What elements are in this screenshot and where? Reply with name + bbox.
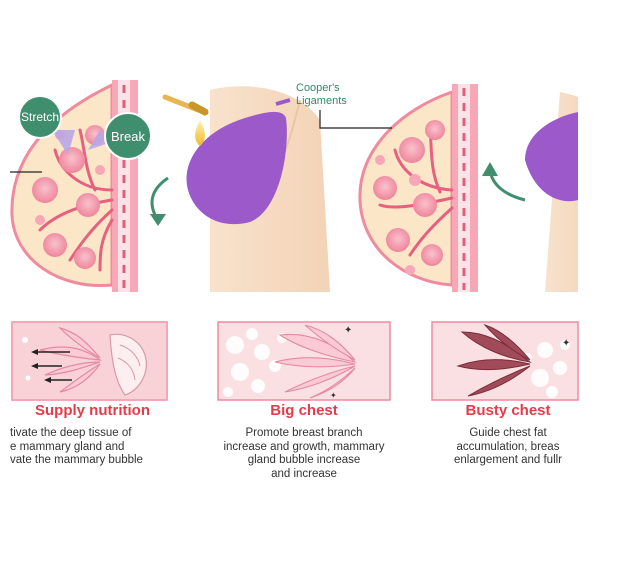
coopers-label-line1: Cooper's — [296, 82, 340, 94]
panel-desc-line: accumulation, breas — [456, 440, 560, 453]
panel-title: Busty chest — [465, 402, 551, 419]
panel-desc-line: Promote breast branch — [245, 427, 363, 439]
svg-text:✦: ✦ — [330, 391, 337, 400]
stretch-pointer — [52, 130, 75, 155]
panel-supply-nutrition: Supply nutrition tivate the deep tissue … — [10, 402, 175, 468]
panel-busty-chest: Busty chest Guide chest fat accumulation… — [438, 402, 578, 468]
panel-image-busty: ✦ — [431, 321, 579, 401]
svg-text:✦: ✦ — [344, 325, 352, 336]
panel-desc-line: gland bubble increase — [247, 454, 361, 466]
panel-desc-line: tivate the deep tissue of — [10, 427, 132, 439]
panel-title: Big chest — [270, 402, 338, 419]
panel-desc-line: Guide chest fat — [469, 427, 547, 439]
panel-desc-line: enlargement and fullr — [453, 454, 563, 466]
torso-with-bra-right — [525, 92, 578, 292]
panel-desc-line: vate the mammary bubble — [10, 454, 143, 466]
panel-desc-line: increase and growth, mammary — [223, 440, 385, 453]
curved-up-arrow-icon — [482, 162, 526, 202]
panel-big-chest: Big chest Promote breast branch increase… — [200, 402, 408, 481]
oil-dropper-icon — [162, 94, 209, 146]
stretch-label: Stretch — [21, 110, 59, 124]
panel-image-big: ✦ ✦ — [217, 321, 391, 401]
panel-desc-line: e mammary gland and — [10, 440, 125, 453]
stretch-badge — [18, 95, 62, 139]
breast-cross-section-right — [358, 84, 478, 292]
ligaments-leader-line — [319, 110, 392, 129]
break-pointer — [88, 130, 112, 150]
torso-with-bra-center — [186, 86, 330, 292]
panel-title: Supply nutrition — [35, 402, 150, 419]
panel-image-supply — [11, 321, 168, 401]
down-arrow-icon — [150, 176, 169, 226]
break-badge — [104, 112, 152, 160]
break-label: Break — [111, 129, 145, 144]
panel-desc-line: and increase — [271, 467, 337, 480]
svg-text:✦: ✦ — [562, 338, 570, 349]
coopers-label-line2: Ligaments — [296, 95, 347, 107]
